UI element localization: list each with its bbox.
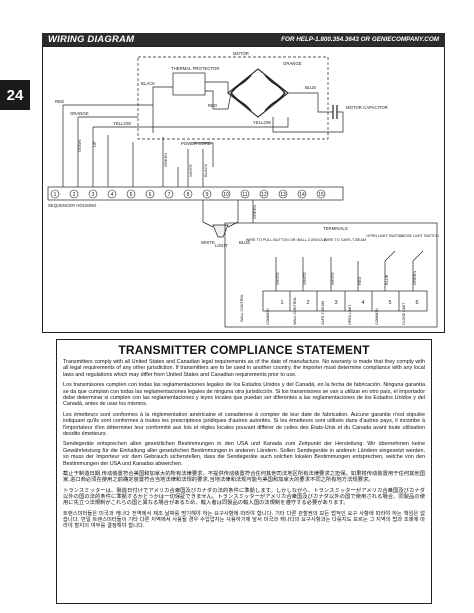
yellow-wire-label-harness: YELLOW xyxy=(113,121,132,126)
bottom-label-wall-control: WALL CONTROL xyxy=(293,297,297,325)
green-wire-label: GREEN xyxy=(163,153,168,167)
close-limit-switch-label: CLOSE LIMIT SWITCH xyxy=(399,234,439,238)
white-lead-label-3: WHITE xyxy=(330,272,335,285)
header-title: WIRING DIAGRAM xyxy=(48,34,135,45)
yellow-wire-label-motor: YELLOW xyxy=(253,120,272,125)
black-wire-label-cord: BLACK xyxy=(203,164,208,177)
bottom-terminal-1: 1 xyxy=(280,300,283,306)
strip-terminal-2: 2 xyxy=(73,192,76,198)
bottom-label-common-2: COMMON xyxy=(375,308,379,325)
white-wire-label: WHITE xyxy=(188,164,193,177)
white-wire-label-light: WHITE xyxy=(201,240,215,245)
bottom-terminal-6: 6 xyxy=(415,300,418,306)
strip-terminal-10: 10 xyxy=(223,192,229,198)
compliance-paragraph-german: Sendegeräte entsprechen allen gesetzlich… xyxy=(63,441,425,467)
strip-terminal-1: 1 xyxy=(54,192,57,198)
wall-control-group-label: WIRE TO PULL BUTTON OR WALL CONSOLE xyxy=(246,238,327,242)
terminals-label: TERMINALS xyxy=(323,226,348,231)
orange-wire-label: ORANGE xyxy=(283,61,302,66)
up-label: UP xyxy=(92,141,97,147)
thermal-protector-box xyxy=(172,72,206,96)
compliance-paragraph-english: Transmitters comply with all United Stat… xyxy=(63,359,425,378)
red-wire-label-motor: RED xyxy=(208,103,217,108)
orange-wire-label-harness: ORANGE xyxy=(70,111,89,116)
wiring-diagram: 1 2 3 4 5 6 7 8 9 10 11 12 13 14 15 MOTO… xyxy=(42,46,445,333)
strip-terminal-14: 14 xyxy=(299,192,305,198)
strip-terminal-3: 3 xyxy=(92,192,95,198)
strip-terminal-6: 6 xyxy=(149,192,152,198)
safe-t-beam-group-label: WIRE TO SAFE-T-BEAM xyxy=(324,238,366,242)
motor-label: MOTOR xyxy=(233,51,249,56)
sequencer-housing-label: SEQUENCER HOUSING xyxy=(48,203,97,208)
terminals-enclosure xyxy=(224,222,438,328)
blue-wire-label-light: BLUE xyxy=(239,240,250,245)
bottom-label-close-limit: CLOSE LIMIT xyxy=(402,302,406,325)
bottom-terminal-4: 4 xyxy=(361,300,364,306)
wiring-diagram-svg: 1 2 3 4 5 6 7 8 9 10 11 12 13 14 15 MOTO… xyxy=(47,51,439,328)
strip-terminal-8: 8 xyxy=(187,192,190,198)
open-limit-switch-label: OPEN LIMIT SWITCH xyxy=(366,234,404,238)
compliance-paragraph-japanese: トランスミッターは、製造日付けでアメリカ合衆国及びカナダの法的条件に準拠します。… xyxy=(63,487,425,507)
red-wire-label: RED xyxy=(55,99,64,104)
bottom-terminal-5: 5 xyxy=(388,300,391,306)
strip-terminal-5: 5 xyxy=(130,192,133,198)
bottom-label-safe-t-beam: SAFE-T-BEAM xyxy=(321,301,325,325)
green-wire-label-bottom: GREEN xyxy=(252,205,257,219)
bottom-label-common-1: COMMON xyxy=(266,308,270,325)
wiring-diagram-header: WIRING DIAGRAM FOR HELP-1.800.354.3643 O… xyxy=(42,33,445,46)
strip-terminal-7: 7 xyxy=(168,192,171,198)
wall-control-label: WALL CONTROL xyxy=(240,294,244,322)
motor-enclosure xyxy=(137,56,329,140)
compliance-paragraph-french: Les émetteurs sont conformes à la réglem… xyxy=(63,411,425,438)
down-label: DOWN xyxy=(77,139,82,152)
light-label: LIGHT xyxy=(215,243,228,248)
compliance-title: TRANSMITTER COMPLIANCE STATEMENT xyxy=(118,343,370,357)
header-help-text: FOR HELP-1.800.354.3643 OR GENIECOMPANY.… xyxy=(281,36,439,43)
light-bulb xyxy=(212,224,229,238)
bottom-terminal-3: 3 xyxy=(334,300,337,306)
page-number-tab: 24 xyxy=(0,80,30,110)
power-cord-label: POWER CORD xyxy=(181,141,211,146)
sequencer-terminal-strip xyxy=(47,186,344,201)
strip-terminal-15: 15 xyxy=(318,192,324,198)
transmitter-compliance-box: TRANSMITTER COMPLIANCE STATEMENT Transmi… xyxy=(56,339,432,604)
white-lead-label-2: WHITE xyxy=(302,272,307,285)
red-lead-label: RED xyxy=(357,276,362,285)
bottom-terminal-2: 2 xyxy=(306,300,309,306)
strip-terminal-11: 11 xyxy=(242,192,247,198)
white-lead-label-1: WHITE xyxy=(275,272,280,285)
compliance-paragraph-spanish: Los transmisores cumplen con todas las r… xyxy=(63,382,425,408)
thermal-protector-label: THERMAL PROTECTOR xyxy=(171,66,219,71)
black-wire-label: BLACK xyxy=(141,81,155,86)
bottom-label-open-limit: OPEN LIMIT xyxy=(348,304,352,325)
motor-winding xyxy=(227,68,289,118)
green-lead-label: GREEN xyxy=(412,271,417,285)
motor-coils xyxy=(230,74,286,112)
blue-wire-label-motor: BLUE xyxy=(305,85,316,90)
compliance-paragraph-chinese: 截止于制造日期,传动装置符合美国和加拿大的所有法律要求。不提供传动装置符合任何其… xyxy=(63,471,425,484)
strip-terminal-12: 12 xyxy=(261,192,267,198)
strip-terminal-13: 13 xyxy=(280,192,286,198)
strip-terminal-9: 9 xyxy=(206,192,209,198)
motor-capacitor-label: MOTOR CAPACITOR xyxy=(346,105,388,110)
strip-terminal-4: 4 xyxy=(111,192,114,198)
compliance-paragraph-korean: 트랜스미터들은 미국과 캐나다 전역에서 제조 날짜를 명기해야 하는 요구사항… xyxy=(63,510,425,530)
blue-lead-label: BLUE xyxy=(384,274,389,285)
